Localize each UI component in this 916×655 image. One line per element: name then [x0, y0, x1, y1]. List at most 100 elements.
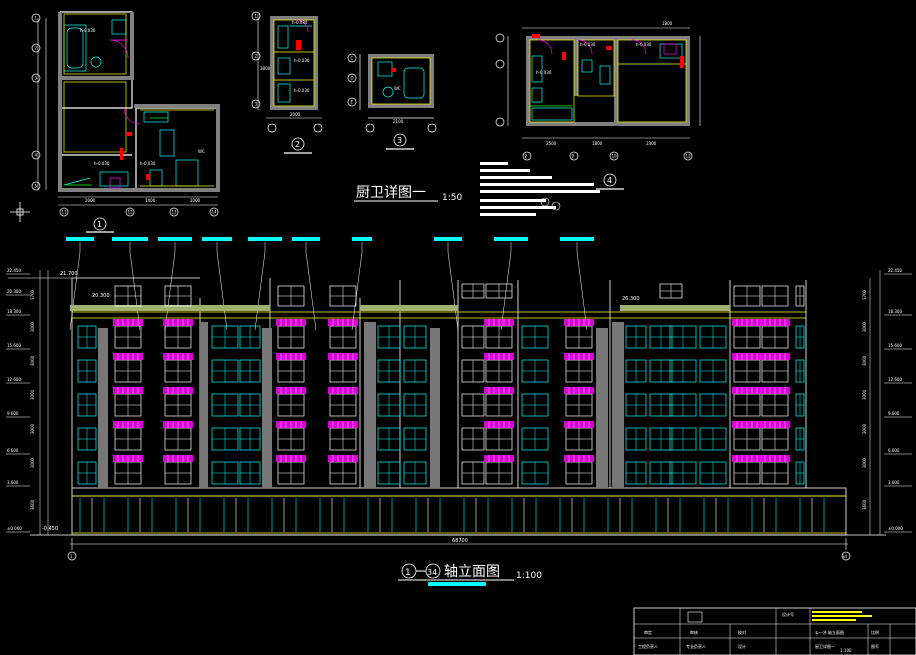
level-left-2: 18.300 [7, 309, 21, 314]
floor-dim-left-3: 3000 [30, 389, 35, 400]
d1-axis-left-4: 5 [35, 184, 38, 189]
level-left-0: 22.450 [7, 268, 21, 273]
window [211, 359, 239, 383]
d1-dim-2: 2000 [190, 198, 201, 203]
balcony [732, 353, 762, 360]
window [461, 461, 485, 485]
tb-drawing-name-1: ①—㉞ 轴立面图 [815, 629, 844, 635]
window [521, 393, 549, 417]
window [239, 325, 261, 349]
detail-marker-3: 3 [386, 133, 414, 150]
window [795, 427, 805, 451]
balcony [564, 319, 594, 326]
balcony [484, 421, 514, 428]
window [239, 393, 261, 417]
window [669, 427, 697, 451]
window [625, 427, 647, 451]
elevation-drawing: 22.45020.30018.30015.60012.6009.6006.600… [6, 237, 912, 561]
balcony [276, 421, 306, 428]
level-right-2: 15.600 [888, 343, 902, 348]
level-right-5: 6.600 [888, 448, 900, 453]
window [239, 461, 261, 485]
window [699, 427, 727, 451]
d2-dim-1: 3800 [260, 66, 271, 71]
callout-bar [66, 237, 94, 241]
floor-dim-right-5: 3000 [862, 457, 867, 468]
window [277, 285, 305, 307]
window [77, 359, 97, 383]
window [795, 325, 805, 349]
window [521, 427, 549, 451]
details-title-text: 厨卫详图一 [356, 185, 426, 201]
level-right-1: 18.300 [888, 309, 902, 314]
ucs-icon [10, 202, 30, 222]
d4-dim-1: 1800 [592, 141, 603, 146]
d4-axis-bottom-1: 9 [572, 154, 575, 159]
balcony [276, 455, 306, 462]
window [795, 393, 805, 417]
window [211, 427, 239, 451]
callout-bar [494, 237, 528, 241]
roof-level-1: 20.300 [92, 293, 110, 299]
window [669, 325, 697, 349]
balcony [760, 319, 790, 326]
window [461, 427, 485, 451]
level-right-7: ±0.000 [888, 526, 903, 531]
stair-shaft [612, 322, 624, 488]
callout-bar [112, 237, 148, 241]
svg-text:3: 3 [397, 136, 402, 145]
d1-room-wc: WC [198, 149, 205, 154]
tb-zhuanye: 专业负责人 [686, 643, 706, 649]
window [403, 461, 427, 485]
floor-dim-right-4: 3000 [862, 423, 867, 434]
total-dim: 68700 [452, 538, 468, 544]
d4-dim-top: 1800 [662, 21, 673, 26]
balcony [328, 319, 358, 326]
balcony [113, 421, 143, 428]
balcony [760, 353, 790, 360]
balcony [732, 455, 762, 462]
window [699, 359, 727, 383]
d1-dim-1: 1400 [145, 198, 156, 203]
svg-text:34: 34 [427, 568, 437, 577]
d1-level-0: h-0.030 [80, 28, 96, 33]
elevation-title-text: 轴立面图 [444, 564, 500, 580]
level-left-4: 12.600 [7, 377, 21, 382]
window [521, 325, 549, 349]
d3-dim-0: 2100 [393, 119, 404, 124]
stair-shaft [98, 328, 108, 488]
window [625, 325, 647, 349]
callout-bar [248, 237, 282, 241]
floor-dim-right-3: 3000 [862, 389, 867, 400]
balcony [760, 421, 790, 428]
level-left-3: 15.600 [7, 343, 21, 348]
tb-sheji: 设计 [738, 643, 746, 649]
d4-level-2: h-0.030 [636, 42, 652, 47]
window [795, 461, 805, 485]
floor-dim-right-6: 3600 [862, 499, 867, 510]
floor-dim-left-1: 3000 [30, 321, 35, 332]
floor-dim-left-6: 3600 [30, 499, 35, 510]
window [77, 427, 97, 451]
window [461, 393, 485, 417]
elevation-scale: 1:100 [516, 571, 542, 581]
tb-drawing-name-2: 厨卫详图一 [815, 643, 835, 649]
axis-1-label: 1 [70, 554, 73, 559]
d4-axis-bottom-2: 10 [612, 154, 618, 159]
balcony [163, 319, 193, 326]
window [659, 283, 683, 299]
d2-level-1: h-0.030 [294, 58, 310, 63]
window [669, 461, 697, 485]
balcony [163, 421, 193, 428]
balcony [163, 455, 193, 462]
level-right-6: 3.600 [888, 480, 900, 485]
tb-jiaodui: 校对 [738, 629, 746, 635]
balcony [276, 387, 306, 394]
d1-axis-left-1: 2 [35, 46, 38, 51]
floor-dim-left-0: 1700 [30, 289, 35, 300]
elevation-title: 1 34 轴立面图 1:100 [398, 563, 542, 586]
stair-shaft [430, 328, 440, 488]
d3-axis-left-1: D [351, 76, 354, 81]
d1-level-2: h-0.030 [140, 161, 156, 166]
